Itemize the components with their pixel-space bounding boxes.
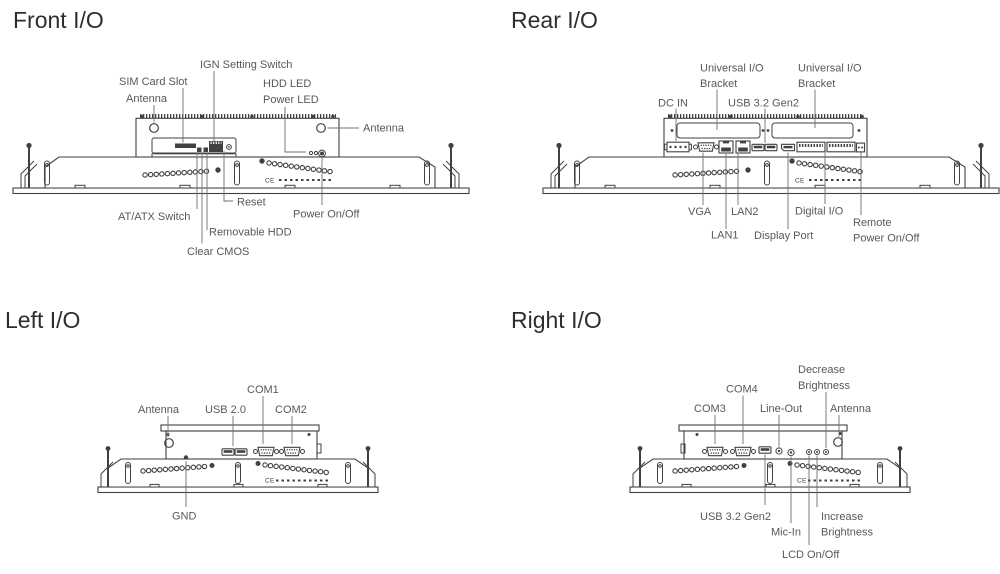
left-device-drawing: CE: [98, 424, 378, 493]
label-dc-in: DC IN: [658, 98, 688, 110]
ign-setting-switch-shape: [209, 141, 223, 152]
front-leader-lines: [153, 71, 359, 244]
label-increase-line2: Brightness: [821, 527, 873, 539]
right-module-body: [683, 430, 843, 460]
label-usb-32-gen2: USB 3.2 Gen2: [728, 98, 799, 110]
left-io-quadrant: Left I/O CE: [0, 287, 500, 574]
label-universal-io-1-line1: Universal I/O: [700, 63, 764, 75]
label-antenna-left: Antenna: [126, 93, 168, 105]
label-usb-20: USB 2.0: [205, 404, 246, 416]
dc-in-port: [664, 141, 692, 153]
usb-20-port-1: [221, 448, 235, 456]
label-gnd: GND: [172, 511, 197, 523]
front-ce-marking: CE: [265, 178, 275, 185]
digital-io-block-2: [825, 140, 857, 154]
right-io-quadrant: Right I/O CE: [500, 287, 1000, 574]
digital-io-block-1: [795, 140, 827, 154]
label-decrease-line1: Decrease: [798, 364, 845, 376]
right-io-title: Right I/O: [511, 307, 602, 333]
label-increase-line1: Increase: [821, 511, 863, 523]
front-io-title: Front I/O: [13, 7, 104, 33]
front-device-drawing: CE: [13, 114, 469, 194]
reset-button-shape: [226, 144, 232, 150]
left-leader-lines: [167, 396, 293, 507]
hdd-led-shape: [308, 150, 314, 156]
label-universal-io-1-line2: Bracket: [700, 78, 737, 90]
label-at-atx-switch: AT/ATX Switch: [118, 211, 190, 223]
label-reset: Reset: [237, 197, 266, 209]
label-ign-setting-switch: IGN Setting Switch: [200, 59, 292, 71]
right-ce-marking: CE: [797, 478, 807, 485]
label-display-port: Display Port: [754, 230, 813, 242]
at-atx-switch-shape: [197, 147, 202, 152]
gnd-stud: [183, 455, 189, 460]
label-antenna-right: Antenna: [363, 123, 405, 135]
left-ce-marking: CE: [265, 478, 275, 485]
rear-leader-lines: [675, 89, 862, 229]
lan2-port: [735, 140, 751, 154]
label-usb-32-gen2: USB 3.2 Gen2: [700, 511, 771, 523]
right-leader-lines: [714, 392, 840, 545]
universal-io-bracket-1-shape: [676, 122, 761, 139]
label-digital-io: Digital I/O: [795, 206, 844, 218]
left-io-title: Left I/O: [5, 307, 80, 333]
label-decrease-line2: Brightness: [798, 380, 850, 392]
label-lcd-on-off: LCD On/Off: [782, 549, 840, 561]
usb-32-gen2-port: [758, 446, 772, 454]
label-com2: COM2: [275, 404, 307, 416]
label-universal-io-2-line2: Bracket: [798, 78, 835, 90]
rear-device-drawing: CE: [543, 114, 999, 194]
right-module-top-bar: [678, 424, 848, 432]
clear-cmos-switch-shape: [203, 147, 208, 152]
label-hdd-led: HDD LED: [263, 78, 311, 90]
label-sim-card-slot: SIM Card Slot: [119, 76, 187, 88]
label-remote-line2: Power On/Off: [853, 233, 920, 245]
front-io-quadrant: Front I/O CE: [0, 0, 500, 287]
power-button-shape: [318, 149, 326, 158]
label-vga: VGA: [688, 206, 712, 218]
universal-io-bracket-2-shape: [771, 122, 854, 139]
rear-io-quadrant: Rear I/O CE: [500, 0, 1000, 287]
usb-20-port-2: [234, 448, 248, 456]
label-removable-hdd: Removable HDD: [209, 227, 292, 239]
label-antenna: Antenna: [138, 404, 180, 416]
label-universal-io-2-line1: Universal I/O: [798, 63, 862, 75]
label-antenna: Antenna: [830, 403, 872, 415]
label-power-on-off: Power On/Off: [293, 209, 360, 221]
label-line-out: Line-Out: [760, 403, 802, 415]
display-port: [780, 143, 796, 152]
lan1-port: [718, 140, 734, 154]
label-mic-in: Mic-In: [771, 527, 801, 539]
rear-ce-marking: CE: [795, 178, 805, 185]
remote-power-port: [855, 142, 866, 153]
label-com4: COM4: [726, 384, 758, 396]
rear-io-title: Rear I/O: [511, 7, 598, 33]
front-recess: [151, 137, 237, 154]
usb-32-gen2-port-2: [764, 143, 778, 152]
usb-32-gen2-port-1: [751, 143, 765, 152]
label-lan2: LAN2: [731, 206, 759, 218]
label-clear-cmos: Clear CMOS: [187, 246, 249, 258]
sim-card-slot-shape: [175, 143, 196, 148]
left-module-top-bar: [160, 424, 320, 432]
power-led-shape: [313, 150, 319, 156]
label-com1: COM1: [247, 384, 279, 396]
label-power-led: Power LED: [263, 94, 319, 106]
label-lan1: LAN1: [711, 230, 739, 242]
label-com3: COM3: [694, 403, 726, 415]
label-remote-line1: Remote: [853, 217, 892, 229]
right-device-drawing: CE: [630, 424, 910, 493]
